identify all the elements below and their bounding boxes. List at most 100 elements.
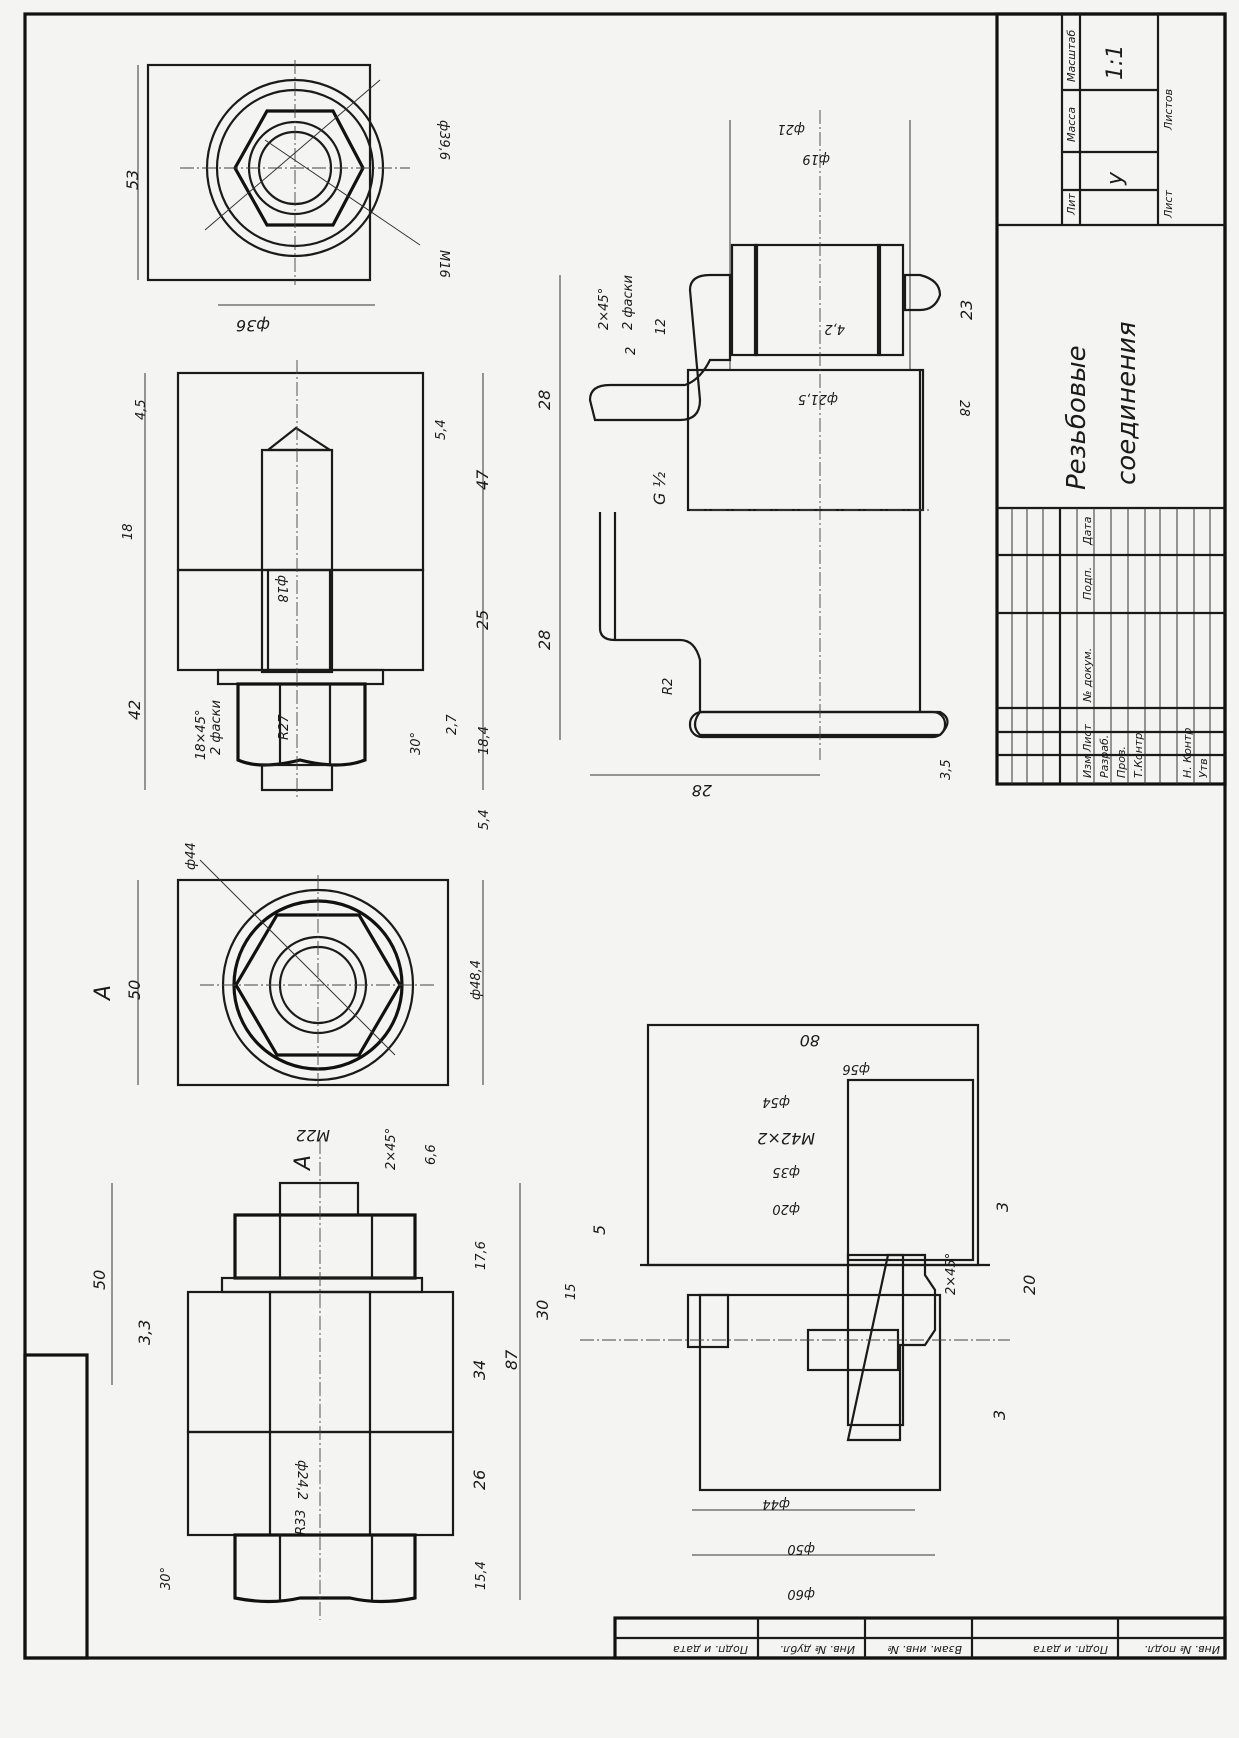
pipe-fitting-view: [559, 110, 949, 776]
scale-value: 1:1: [1103, 45, 1128, 80]
dim-3-5: 3,5: [939, 759, 954, 780]
dim-23: 23: [957, 300, 976, 320]
dim-phi-18: ф18: [274, 575, 289, 603]
dim-m16: М16: [436, 250, 451, 278]
dim-phi-21-5: ф21,5: [798, 391, 838, 406]
dim-4-2: 4,2: [824, 321, 845, 336]
col-izm: Изм: [1081, 756, 1094, 778]
dim-2-faski: 2 фаски: [209, 700, 224, 755]
dim-4-5: 4,5: [134, 399, 149, 420]
header-massa: Масса: [1065, 107, 1078, 142]
dim-6-6: 6,6: [424, 1144, 439, 1165]
stud-section-view: [144, 360, 484, 800]
col-list: Лист: [1081, 724, 1094, 753]
listov-label: Листов: [1162, 89, 1175, 131]
dim-m42x2: М42×2: [757, 1129, 815, 1148]
dim-15: 15: [564, 1283, 579, 1300]
dim-87: 87: [502, 1349, 521, 1370]
strip-inv-podl: Инв. № подл.: [1144, 1643, 1220, 1656]
dim-3-top: 3: [993, 1202, 1012, 1212]
dim-17-6: 17,6: [474, 1241, 489, 1270]
strip-inv-dubl: Инв. № дубл.: [780, 1643, 855, 1656]
row-nkontr: Н. Контр: [1181, 728, 1194, 778]
left-stub: [23, 1353, 89, 1660]
dim-53: 53: [123, 170, 142, 190]
dim-28-lower: 28: [535, 630, 554, 650]
dim-phi-60: ф60: [787, 1586, 815, 1601]
dim-phi-24-2: ф24,2: [294, 1460, 309, 1500]
title-line1: Резьбовые: [1062, 345, 1092, 490]
stud-plan-view: [137, 60, 421, 306]
dim-2x45: 2×45°: [384, 1128, 399, 1170]
dim-30-deg: 30°: [409, 732, 424, 755]
row-utv: Утв: [1197, 758, 1210, 778]
title-block: Масштаб Масса Лит 1:1 у Лист Листов Резь…: [995, 12, 1227, 786]
dim-5-4-bottom: 5,4: [477, 809, 492, 830]
row-tkontr: Т.Контр: [1132, 733, 1145, 778]
dim-m22: М22: [296, 1126, 330, 1145]
col-ndokum: № докум.: [1081, 648, 1094, 703]
dim-30-deg-bolt: 30°: [159, 1567, 174, 1590]
dim-2-faski-fitting: 2 фаски: [621, 275, 636, 330]
sheet-frame: [23, 12, 1227, 1660]
dim-18-4: 18,4: [477, 726, 492, 755]
dim-28-right: 28: [956, 400, 971, 417]
dim-12: 12: [654, 318, 669, 335]
strip-vzam-inv: Взам. инв. №: [887, 1643, 962, 1656]
list-label: Лист: [1162, 190, 1175, 219]
col-podp: Подп.: [1081, 567, 1094, 600]
dim-phi-56: ф56: [842, 1061, 870, 1076]
strip-podp-data-2: Подп. и дата: [1033, 1643, 1108, 1656]
dim-28-upper: 28: [535, 390, 554, 410]
row-prov: Пров.: [1115, 746, 1128, 778]
header-lit: Лит: [1065, 193, 1078, 216]
bolt-section-view: [111, 1140, 521, 1620]
dim-phi-48-4: ф48,4: [469, 960, 484, 1000]
dim-30: 30: [533, 1300, 552, 1320]
view-a-label: А: [91, 985, 116, 1002]
dim-phi-39-6: ф39,6: [436, 120, 451, 160]
dim-phi-44-coupling: ф44: [762, 1496, 790, 1511]
dim-r33: R33: [294, 1509, 309, 1535]
view-a-arrow-label: А: [291, 1155, 316, 1172]
dim-r27: R27: [277, 714, 292, 740]
dim-42: 42: [125, 700, 144, 720]
dim-phi-21: ф21: [777, 121, 805, 136]
signature-table: Дата Подп. № докум. Лист Изм Разраб. Про…: [997, 508, 1225, 784]
dim-g-half: G ½: [650, 472, 669, 505]
dim-26: 26: [470, 1470, 489, 1490]
dim-phi-50: ф50: [787, 1541, 815, 1556]
dim-18: 18: [121, 523, 136, 540]
header-masshtab: Масштаб: [1065, 30, 1078, 82]
row-razrab: Разраб.: [1098, 735, 1111, 778]
dim-20: 20: [1020, 1275, 1039, 1295]
dim-2x45-coupling: 2×45°: [944, 1253, 959, 1295]
coupling-dimensions: 80 ф56 ф54 М42×2 ф35 ф20 5 15 30 3 20 2×…: [533, 1031, 1039, 1601]
dim-phi-54: ф54: [762, 1094, 790, 1109]
bolt-plan-view: [137, 859, 484, 1090]
dim-phi-35: ф35: [772, 1164, 800, 1179]
strip-podp-data-1: Подп. и дата: [673, 1643, 748, 1656]
fitting-dimensions: 28 28 ф21 ф19 2×45° 2 фаски 12 2 4,2 23 …: [535, 121, 976, 800]
col-data: Дата: [1081, 516, 1094, 546]
dim-2x45-fitting: 2×45°: [597, 288, 612, 330]
dim-3-bottom: 3: [990, 1410, 1009, 1420]
dim-phi-36: ф36: [236, 316, 270, 335]
dim-34: 34: [470, 1360, 489, 1380]
stud-dimensions: 53 4,5 18 42 18×45° 2 фаски ф39,6 ф36 М1…: [121, 120, 492, 830]
dim-28-bottom: 28: [692, 781, 712, 800]
bottom-strip: Подп. и дата Инв. № дубл. Взам. инв. № П…: [613, 1616, 1227, 1660]
dim-2: 2: [624, 347, 639, 355]
dim-50: 50: [125, 980, 144, 1000]
dim-80: 80: [800, 1031, 820, 1050]
dim-18x45: 18×45°: [194, 710, 209, 760]
coupling-view: [580, 1023, 1010, 1556]
lit-value: у: [1103, 171, 1128, 186]
dim-3-3: 3,3: [135, 1320, 154, 1345]
dim-phi-19: ф19: [802, 151, 830, 166]
dim-5-4: 5,4: [434, 419, 449, 440]
dim-phi-44: ф44: [184, 842, 199, 870]
dim-5: 5: [590, 1225, 609, 1235]
dim-50-section: 50: [90, 1270, 109, 1290]
